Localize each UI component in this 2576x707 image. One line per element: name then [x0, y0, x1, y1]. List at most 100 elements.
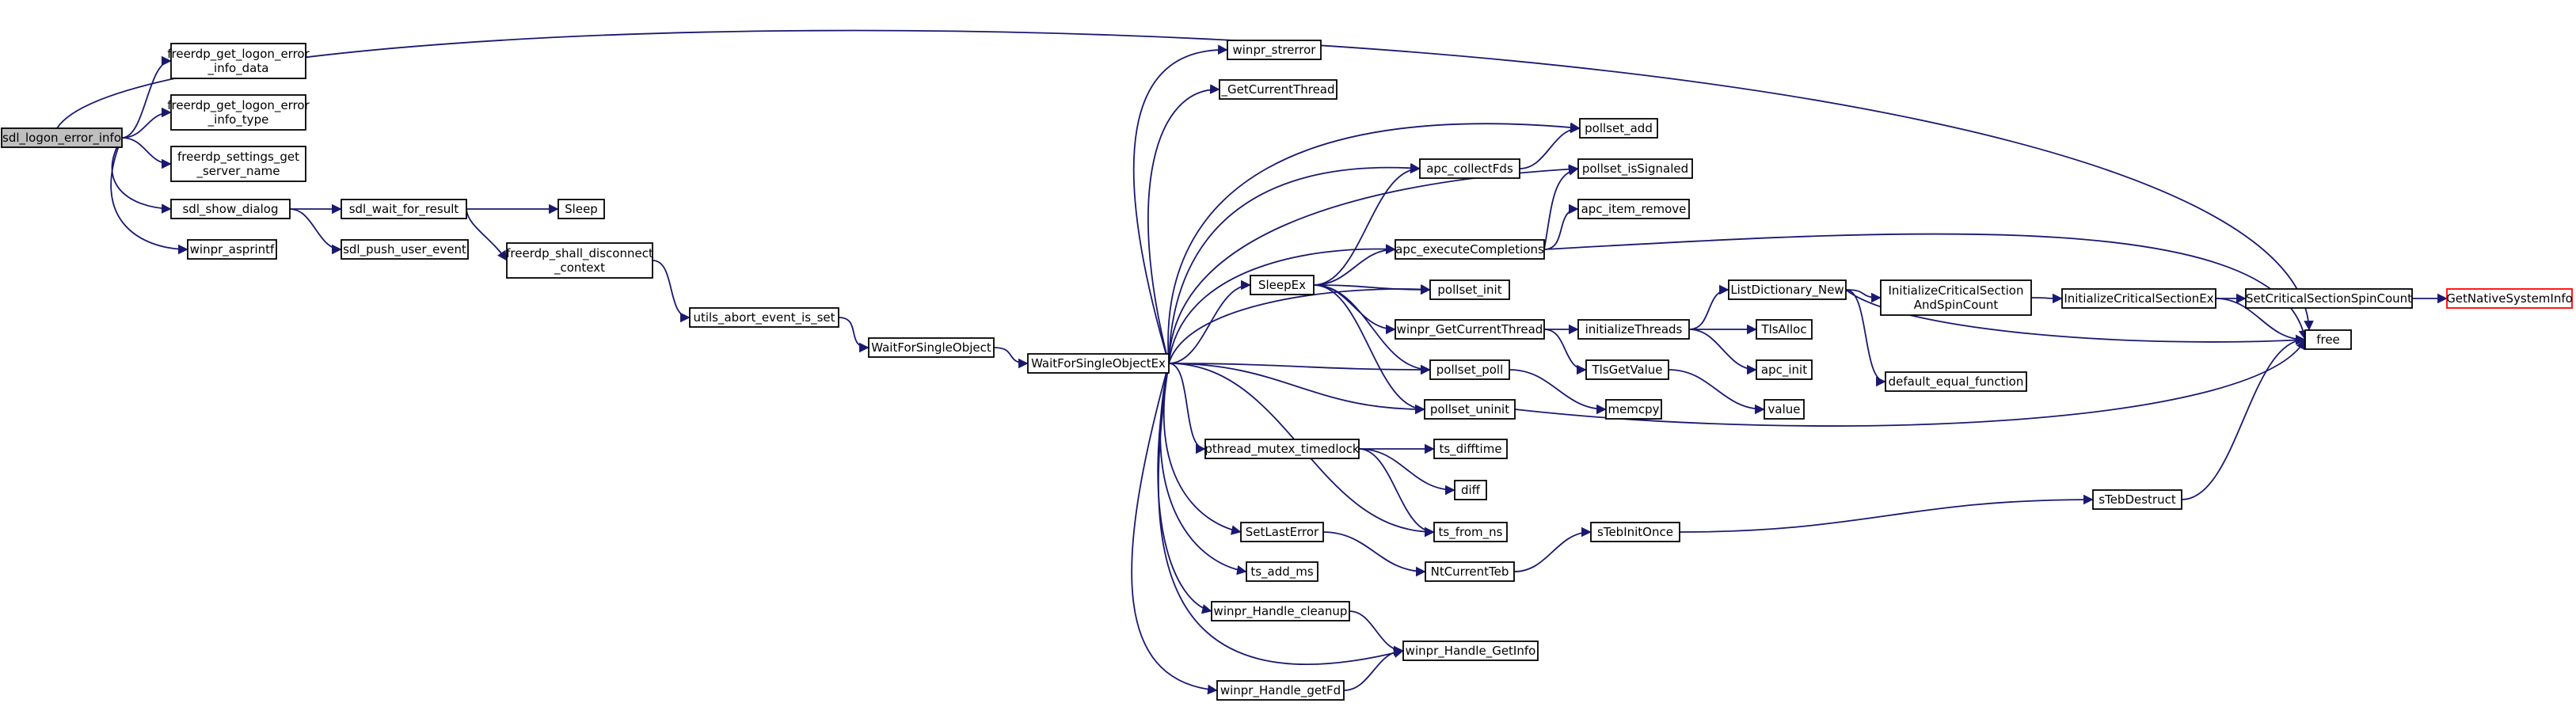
node-sdl_push_user_event[interactable]: sdl_push_user_event — [341, 239, 469, 260]
node-box — [506, 242, 653, 279]
edge-SleepEx-to-pollset_uninit — [1313, 284, 1425, 415]
node-Sleep[interactable]: Sleep — [557, 199, 605, 219]
node-GetNativeSystemInfo[interactable]: GetNativeSystemInfo — [2446, 288, 2573, 309]
node-default_equal_function[interactable]: default_equal_function — [1885, 371, 2027, 392]
node-box — [557, 199, 605, 219]
node-initializeThreads[interactable]: initializeThreads — [1577, 319, 1690, 340]
node-box — [1577, 199, 1690, 219]
edge-sdl_logon_error_info-to-freerdp_settings_get_server_name — [121, 137, 172, 169]
edge-SleepEx-to-apc_collectFds — [1313, 163, 1421, 286]
node-winpr_Handle_GetInfo[interactable]: winpr_Handle_GetInfo — [1402, 640, 1539, 661]
node-freerdp_get_logon_error_info_type[interactable]: freerdp_get_logon_error_info_type — [167, 94, 310, 131]
node-label: winpr_asprintf — [190, 242, 275, 257]
node-box — [1880, 279, 2032, 316]
node-freerdp_get_logon_error_info_data[interactable]: freerdp_get_logon_error_info_data — [167, 43, 310, 79]
edge-SleepEx-to-pollset_init — [1313, 284, 1431, 295]
node-pollset_uninit[interactable]: pollset_uninit — [1424, 399, 1516, 420]
node-label: winpr_Handle_GetInfo — [1406, 644, 1536, 659]
node-freerdp_settings_get_server_name[interactable]: freerdp_settings_get_server_name — [170, 146, 306, 182]
node-label: apc_collectFds — [1426, 162, 1513, 177]
edge-WaitForSingleObjectEx-to-SleepEx — [1168, 279, 1251, 364]
edge-initializeThreads-to-ListDictionary_New — [1688, 284, 1729, 330]
node-SleepEx[interactable]: SleepEx — [1250, 275, 1315, 295]
edge-pthread_mutex_timedlock-to-diff — [1358, 448, 1455, 496]
node-freerdp_shall_disconnect_context[interactable]: freerdp_shall_disconnect_context — [506, 242, 653, 279]
node-box — [1, 127, 123, 148]
node-ts_difftime[interactable]: ts_difftime — [1433, 439, 1508, 459]
node-utils_abort_event_is_set[interactable]: utils_abort_event_is_set — [689, 307, 839, 328]
node-apc_item_remove[interactable]: apc_item_remove — [1577, 199, 1690, 219]
node-sdl_logon_error_info[interactable]: sdl_logon_error_info — [1, 127, 123, 148]
node-diff[interactable]: diff — [1454, 480, 1487, 500]
node-pollset_isSignaled[interactable]: pollset_isSignaled — [1577, 158, 1693, 179]
node-box — [170, 146, 306, 182]
node-layer: sdl_logon_error_info freerdp_get_logon_er… — [1, 40, 2573, 701]
node-box — [1216, 680, 1345, 701]
node-winpr_GetCurrentThread[interactable]: winpr_GetCurrentThread — [1395, 319, 1545, 340]
node-apc_executeCompletions[interactable]: apc_executeCompletions — [1395, 239, 1545, 260]
node-label: NtCurrentTeb — [1431, 564, 1509, 579]
edge-WaitForSingleObjectEx-to-pthread_mutex_timedlock — [1168, 363, 1206, 454]
node-sTebInitOnce[interactable]: sTebInitOnce — [1590, 522, 1680, 542]
node-label: freerdp_settings_get — [177, 150, 299, 165]
node-sTebDestruct[interactable]: sTebDestruct — [2092, 489, 2182, 510]
node-ts_add_ms[interactable]: ts_add_ms — [1246, 561, 1318, 582]
edge-initializeThreads-to-apc_init — [1688, 329, 1757, 375]
node-box — [1395, 239, 1545, 260]
node-box — [1756, 359, 1813, 380]
node-label: _info_type — [207, 112, 269, 127]
node-pollset_add[interactable]: pollset_add — [1579, 118, 1658, 139]
node-box — [1433, 439, 1508, 459]
node-pollset_poll[interactable]: pollset_poll — [1429, 359, 1510, 380]
node-sdl_show_dialog[interactable]: sdl_show_dialog — [170, 199, 291, 219]
node-NtCurrentTeb[interactable]: NtCurrentTeb — [1425, 561, 1515, 582]
node-pollset_init[interactable]: pollset_init — [1429, 279, 1510, 300]
node-WaitForSingleObject[interactable]: WaitForSingleObject — [868, 337, 995, 358]
node-box — [170, 199, 291, 219]
node-label: InitializeCriticalSection — [1889, 283, 2024, 298]
node-winpr_asprintf[interactable]: winpr_asprintf — [187, 239, 277, 260]
node-label: initializeThreads — [1585, 322, 1683, 336]
node-SetCriticalSectionSpinCount[interactable]: SetCriticalSectionSpinCount — [2245, 288, 2413, 309]
node-InitializeCriticalSectionEx[interactable]: InitializeCriticalSectionEx — [2061, 288, 2216, 309]
node-box — [1577, 158, 1693, 179]
node-_GetCurrentThread[interactable]: _GetCurrentThread — [1219, 79, 1337, 100]
node-memcpy[interactable]: memcpy — [1605, 399, 1662, 420]
edge-apc_collectFds-to-pollset_add — [1519, 123, 1581, 169]
node-label: pollset_uninit — [1430, 402, 1509, 417]
node-label: WaitForSingleObject — [871, 340, 991, 355]
node-box — [1429, 279, 1510, 300]
node-box — [2304, 329, 2352, 350]
node-pthread_mutex_timedlock[interactable]: pthread_mutex_timedlock — [1204, 439, 1360, 459]
node-box — [1585, 359, 1669, 380]
node-apc_init[interactable]: apc_init — [1756, 359, 1813, 380]
node-free[interactable]: free — [2304, 329, 2352, 350]
edge-winpr_Handle_getFd-to-winpr_Handle_GetInfo — [1343, 645, 1404, 691]
node-box — [1240, 522, 1324, 542]
edge-pthread_mutex_timedlock-to-ts_from_ns — [1358, 448, 1435, 538]
node-box — [1250, 275, 1315, 295]
edge-SleepEx-to-apc_executeCompletions — [1313, 244, 1396, 286]
node-box — [1605, 399, 1662, 420]
node-label: ts_add_ms — [1250, 564, 1314, 580]
edge-sdl_logon_error_info-to-sdl_show_dialog — [111, 137, 172, 214]
node-value[interactable]: value — [1764, 399, 1805, 420]
node-ts_from_ns[interactable]: ts_from_ns — [1433, 522, 1508, 542]
node-ListDictionary_New[interactable]: ListDictionary_New — [1728, 279, 1847, 300]
node-apc_collectFds[interactable]: apc_collectFds — [1419, 158, 1520, 179]
node-winpr_strerror[interactable]: winpr_strerror — [1227, 40, 1322, 60]
edge-SleepEx-to-winpr_GetCurrentThread — [1313, 284, 1396, 335]
node-TlsAlloc[interactable]: TlsAlloc — [1756, 319, 1813, 340]
node-SetLastError[interactable]: SetLastError — [1240, 522, 1324, 542]
node-box — [1227, 40, 1322, 60]
node-sdl_wait_for_result[interactable]: sdl_wait_for_result — [341, 199, 467, 219]
node-box — [1590, 522, 1680, 542]
node-WaitForSingleObjectEx[interactable]: WaitForSingleObjectEx — [1027, 353, 1170, 374]
node-winpr_Handle_getFd[interactable]: winpr_Handle_getFd — [1216, 680, 1345, 701]
node-winpr_Handle_cleanup[interactable]: winpr_Handle_cleanup — [1211, 601, 1350, 621]
node-box — [2061, 288, 2216, 309]
node-TlsGetValue[interactable]: TlsGetValue — [1585, 359, 1669, 380]
node-label: sdl_logon_error_info — [2, 131, 121, 146]
